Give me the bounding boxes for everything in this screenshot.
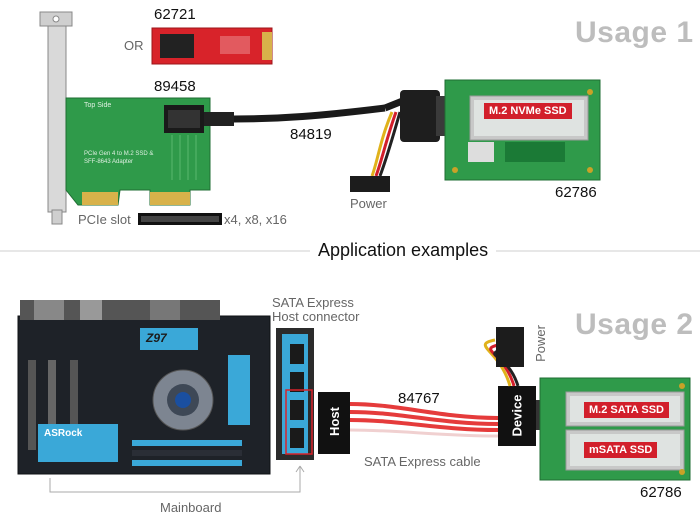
m2-ssd-board-usage2 (539, 377, 691, 481)
ssd-label-m2-nvme: M.2 NVMe SSD (484, 103, 572, 119)
host-connector-line1: SATA Express (272, 295, 354, 310)
usage1-title: Usage 1 (575, 16, 694, 49)
mainboard-label: Mainboard (160, 500, 222, 515)
device-connector-label-text: Device (509, 394, 525, 437)
part-number-84819: 84819 (290, 126, 332, 143)
card-silkscreen-1: Top Side (84, 102, 112, 109)
power-label-usage1: Power (350, 196, 387, 211)
usage2-title: Usage 2 (575, 308, 694, 341)
host-connector-label: SATA Express Host connector (272, 296, 359, 324)
sata-express-cable-label: SATA Express cable (364, 454, 481, 469)
pcie-adapter-card (65, 97, 211, 206)
part-number-62721: 62721 (154, 6, 196, 23)
sff8643-cable (204, 96, 407, 177)
host-connector-line2: Host connector (272, 309, 360, 324)
sata-power-connector (350, 176, 390, 192)
application-examples-title: Application examples (310, 240, 497, 261)
m2-ssd-board-usage1 (444, 79, 601, 181)
board-brand-label: ASRock (44, 428, 83, 439)
mainboard (17, 300, 271, 475)
part-number-84767: 84767 (398, 390, 440, 407)
board-chipset-label: Z97 (146, 331, 167, 345)
pcie-slot-sizes: x4, x8, x16 (224, 212, 287, 227)
mainboard-bracket (49, 465, 305, 493)
sata-express-host-connector (276, 328, 314, 460)
part-number-89458: 89458 (154, 78, 196, 95)
pcie-slot-label: PCIe slot (78, 212, 131, 227)
sata-express-cable (318, 327, 544, 454)
ssd-label-msata: mSATA SSD (584, 442, 658, 458)
or-label: OR (124, 38, 144, 53)
host-connector-label-text: Host (326, 407, 342, 436)
part-number-62786-top: 62786 (555, 184, 597, 201)
u2-connector (400, 90, 446, 142)
pcie-slot-graphic (138, 213, 222, 225)
m2-adapter-62721 (151, 27, 273, 65)
ssd-label-m2-sata: M.2 SATA SSD (584, 402, 669, 418)
part-number-62786-bottom: 62786 (640, 484, 682, 501)
power-label-usage2: Power (532, 325, 548, 362)
card-silkscreen-2: PCIe Gen 4 to M.2 SSD & SFF-8643 Adapter (84, 151, 154, 165)
